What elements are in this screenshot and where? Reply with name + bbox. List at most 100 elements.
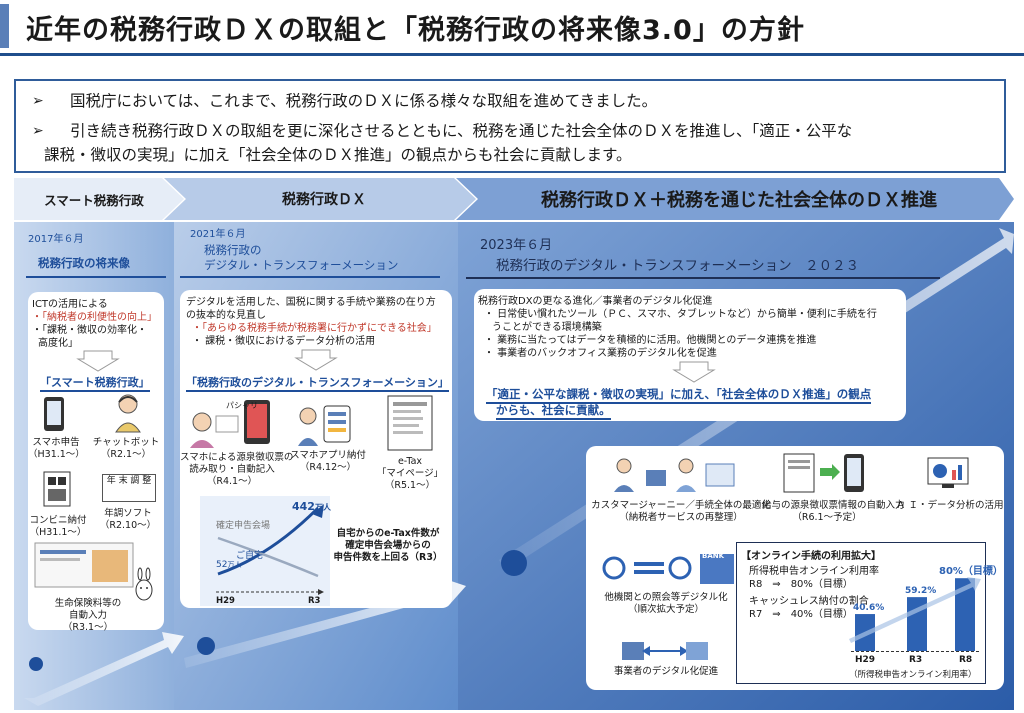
col2-desc-1: デジタルを活用した、国税に関する手続や業務の在り方: [186, 297, 436, 308]
icon-label: 読み取り・自動記入: [189, 464, 275, 475]
col3-banner-2: からも、社会に貢献。: [496, 402, 611, 420]
col3-heading: 税務行政のデジタル・トランスフォーメーション ２０２３: [496, 258, 860, 274]
icon-label: （R4.1～）: [206, 476, 258, 487]
insurance-screen-icon: [34, 542, 134, 588]
icon-label: 自動入力: [68, 610, 107, 621]
col2-note-1: 自宅からのe-Tax件数が: [336, 528, 440, 539]
bullet-arrow-icon: ➢: [32, 123, 44, 139]
bar-r8: [955, 578, 975, 651]
col2-desc-2: の抜本的な見直し: [186, 310, 266, 321]
chatbot-operator-icon: [115, 394, 141, 433]
col2-date: 2021年６月: [190, 229, 246, 240]
col2-heading-1: 税務行政の: [204, 243, 262, 257]
icon-label: スマホ申告: [32, 437, 80, 448]
icon-label: チャットボット: [92, 437, 160, 448]
intro-bullet-2: ➢ 引き続き税務行政ＤＸの取組を更に深化させるとともに、税務を通じた社会全体のＤ…: [32, 119, 1002, 167]
icon-label: e-Tax: [397, 456, 423, 467]
scan-receipt-icon: [190, 400, 270, 448]
col2-panel: デジタルを活用した、国税に関する手続や業務の在り方 の抜本的な見直し ・「あらゆ…: [180, 290, 452, 608]
icon-label: （H31.1～）: [29, 527, 87, 538]
col1-item-2b: 高度化」: [38, 338, 78, 349]
etax-mypage-icon: [387, 395, 433, 451]
chart-caption: （所得税申告オンライン利用率）: [849, 670, 977, 680]
icon-label: スマホアプリ納付: [290, 450, 366, 461]
icon-label: （R2.1～）: [100, 449, 152, 460]
title-underline: [0, 53, 1024, 56]
icon-label: （R2.10～）: [99, 520, 157, 531]
col1-item-1: ・「納税者の利便性の向上」: [32, 312, 157, 323]
col1-date: 2017年６月: [28, 234, 84, 245]
col3-initiatives-panel: カスタマージャーニー／手続全体の最適化 （納税者サービスの再整理） 給与の源泉徴…: [586, 446, 1004, 690]
withholding-autofill-icon: [783, 453, 864, 493]
online-usage-box: 【オンライン手続の利用拡大】 所得税申告オンライン利用率 R8 ⇒ 80%（目標…: [736, 542, 1003, 684]
chart-x-start: H29: [216, 596, 235, 606]
chart-x-label-r8: R8: [959, 655, 973, 665]
col2-note-2: 確定申告会場からの: [345, 540, 431, 551]
intro-bullet-1: ➢ 国税庁においては、これまで、税務行政のＤＸに係る様々な取組を進めてきました。: [32, 89, 992, 113]
col2-item-2: ・ 課税・徴収におけるデータ分析の活用: [192, 336, 376, 347]
col1-ict: ICTの活用による: [32, 299, 108, 310]
convenience-payment-icon: [43, 471, 71, 507]
icon-label: スマホによる源泉徴収票の: [180, 452, 294, 463]
col3-date: 2023年６月: [480, 238, 553, 253]
icon-label: コンビニ納付: [29, 515, 87, 526]
stage-tax-dx: 税務行政ＤＸ: [282, 192, 366, 208]
year-end-software-icon: 年 末 調 整: [102, 474, 156, 502]
bar-value-label: 80%（目標）: [939, 564, 1003, 577]
bar-value-label: 40.6%: [853, 603, 884, 613]
chart-top-value: 442万人: [292, 500, 331, 513]
page-title: 近年の税務行政ＤＸの取組と「税務行政の将来像3.0」の方針: [26, 15, 805, 46]
title-accent-bar: [0, 4, 9, 48]
photo-word: パシャリ: [226, 401, 258, 410]
col1-banner: 「スマート税務行政」: [40, 374, 150, 392]
icon-label: （R3.1～）: [62, 622, 114, 633]
intro-box: ➢ 国税庁においては、これまで、税務行政のＤＸに係る様々な取組を進めてきました。…: [14, 79, 1006, 173]
col1-item-2: ・「課税・徴収の効率化・: [32, 325, 147, 336]
chart-bottom-value: 52万人: [216, 560, 242, 570]
col3-evolution-panel: 税務行政DXの更なる進化／事業者のデジタル化促進 ・ 日常使い慣れたツール（ＰＣ…: [474, 289, 906, 421]
bank-label: BANK: [702, 552, 725, 560]
icon-label: （順次拡大予定）: [627, 604, 704, 615]
icon-label: 年調ソフト: [104, 508, 152, 519]
stage-strip: スマート税務行政 税務行政ＤＸ 税務行政ＤＸ＋税務を通じた社会全体のＤＸ推進: [14, 178, 1014, 220]
col3-item-1a: ・ 日常使い慣れたツール（ＰＣ、スマホ、タブレットなど）から簡単・便利に手続を行: [484, 309, 877, 320]
col3-item-2: ・ 業務に当たってはデータを積極的に活用。他機関とのデータ連携を推進: [484, 335, 817, 346]
icon-label: Ａ Ｉ・データ分析の活用: [896, 500, 1004, 511]
col3-heading-rule: [466, 277, 940, 279]
icon-label: 生命保険料等の: [54, 598, 122, 609]
agency-data-link-icon: [602, 554, 734, 584]
col3-banner-1: 「適正・公平な課税・徴収の実現」に加え、「社会全体のＤＸ推進」の観点: [486, 386, 872, 404]
col3-item-3: ・ 事業者のバックオフィス業務のデジタル化を促進: [484, 348, 717, 359]
online-title: 【オンライン手続の利用拡大】: [741, 551, 881, 562]
col3-item-1b: うことができる環境構築: [492, 322, 602, 333]
col2-heading-2: デジタル・トランスフォーメーション: [204, 258, 399, 272]
online-r1v: R8 ⇒ 80%（目標）: [749, 579, 853, 590]
online-r1: 所得税申告オンライン利用率: [749, 566, 879, 577]
etax-trend-chart: [200, 496, 330, 606]
down-arrow-icon: [672, 361, 716, 383]
icon-label: （R5.1～）: [384, 480, 436, 491]
business-digital-icon: [622, 642, 708, 660]
icon-label: （納税者サービスの再整理）: [619, 512, 743, 523]
icon-label: 「マイページ」: [376, 468, 444, 479]
ai-analysis-icon: [927, 457, 969, 488]
bar-value-label: 59.2%: [905, 586, 936, 596]
icon-label: 事業者のデジタル化促進: [613, 666, 719, 677]
col3-evo: 税務行政DXの更なる進化／事業者のデジタル化促進: [478, 296, 713, 307]
icon-label: 他機関との照会等デジタル化: [604, 592, 728, 603]
customer-journey-icon: [614, 458, 735, 492]
rabbit-mascot-icon: [135, 567, 153, 601]
smartphone-icon: [44, 397, 64, 431]
chart-label-venue: 確定申告会場: [216, 521, 271, 531]
icon-label: （R6.1～予定）: [792, 512, 862, 523]
payment-app-icon: [298, 405, 351, 446]
stage-smart-tax: スマート税務行政: [44, 192, 144, 208]
stage-tax-dx-plus: 税務行政ＤＸ＋税務を通じた社会全体のＤＸ推進: [541, 190, 937, 211]
col2-banner: 「税務行政のデジタル・トランスフォーメーション」: [186, 374, 449, 392]
online-r2v: R7 ⇒ 40%（目標）: [749, 609, 853, 620]
col1-heading: 税務行政の将来像: [38, 256, 130, 270]
intro-line-2a: 引き続き税務行政ＤＸの取組を更に深化させるとともに、税務を通じた社会全体のＤＸを…: [70, 122, 853, 140]
icon-label: 給与の源泉徴収票情報の自動入力: [762, 500, 905, 511]
intro-line-2b: 課税・徴収の実現」に加え「社会全体のＤＸ推進」の観点からも社会に貢献します。: [44, 146, 632, 164]
chart-x-end: R3: [308, 596, 321, 606]
